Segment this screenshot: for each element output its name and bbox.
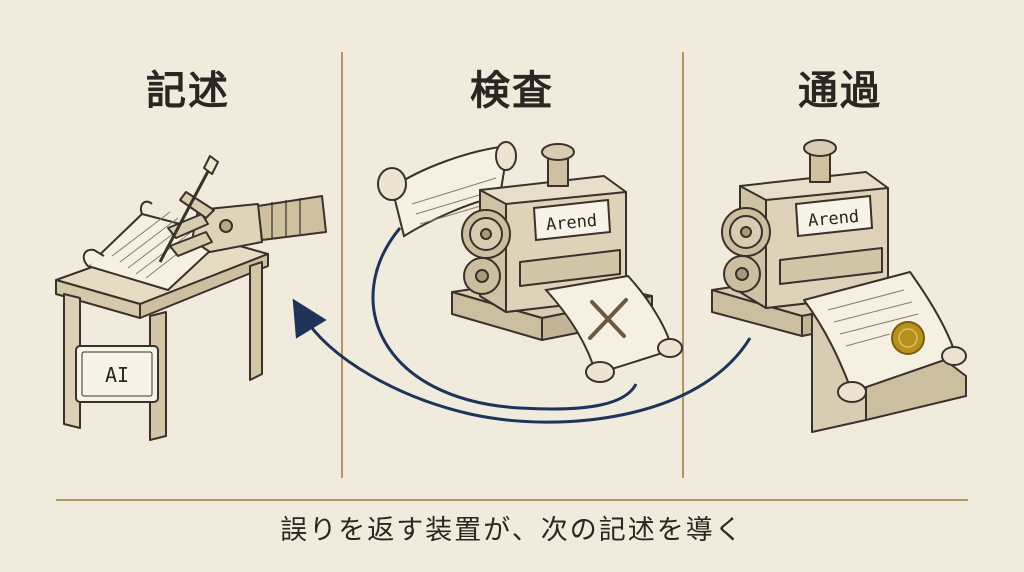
inspection-scroll-in: [377, 141, 517, 238]
x-mark-icon: [588, 298, 628, 340]
pass-plate: Arend: [794, 194, 874, 238]
wax-seal-icon: [891, 321, 925, 355]
ai-plate: AI: [75, 345, 159, 403]
return-arrow-icon: [292, 298, 752, 424]
feedback-arrow-from-inspect: [371, 227, 638, 411]
inspect-plate: Arend: [532, 198, 612, 242]
rejected-scroll: [544, 274, 683, 383]
approved-scroll: [803, 271, 967, 433]
stage-title-write: 記述: [146, 67, 230, 114]
inspect-plate-label: Arend: [545, 211, 598, 235]
stage-title-inspect: 検査: [470, 67, 554, 114]
ai-plate-label: AI: [105, 363, 129, 387]
press-machine-pass-icon: [711, 139, 913, 337]
robot-hand-quill-icon: [158, 155, 327, 263]
pass-plate-label: Arend: [807, 207, 860, 231]
diagram-caption: 誤りを返す装置が、次の記述を導く: [280, 515, 744, 546]
stage-title-pass: 通過: [798, 67, 882, 114]
